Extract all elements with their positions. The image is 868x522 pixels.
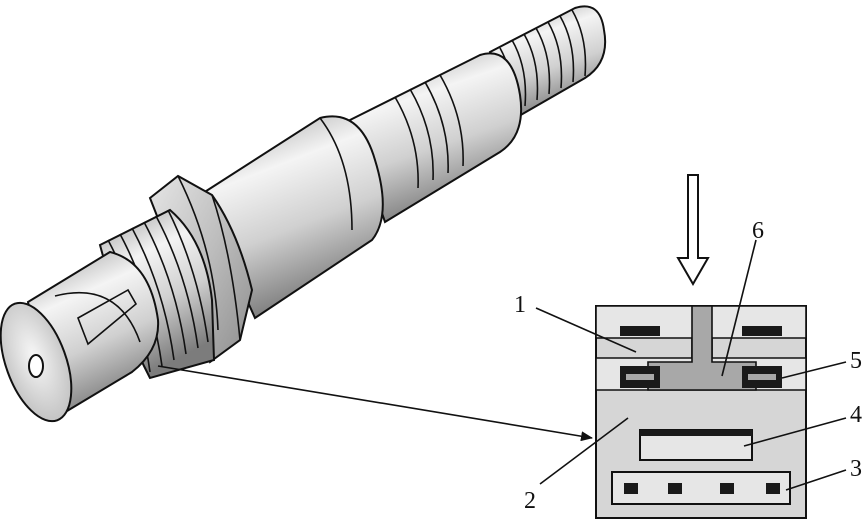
down-arrow-icon — [676, 174, 710, 287]
leader-6 — [721, 239, 757, 377]
protective-cap — [0, 250, 160, 423]
leader-1 — [535, 307, 637, 353]
leader-3 — [785, 469, 847, 491]
tip-to-section-arrow — [157, 365, 593, 442]
leader-lines — [535, 239, 847, 491]
leader-4 — [743, 417, 847, 447]
top-electrode-left — [620, 326, 660, 336]
leader-2 — [539, 417, 629, 485]
heater-strip — [611, 471, 791, 505]
leader-5 — [781, 361, 847, 379]
heater-pad-3 — [720, 483, 734, 494]
callout-1: 1 — [514, 292, 526, 318]
callout-6: 6 — [752, 218, 764, 244]
cross-section-block — [595, 305, 807, 519]
callout-3: 3 — [850, 456, 862, 482]
heater-pad-1 — [624, 483, 638, 494]
callout-5: 5 — [850, 348, 862, 374]
top-electrode-right — [742, 326, 782, 336]
gas-channel — [647, 305, 757, 391]
middle-grooved-section — [348, 52, 523, 224]
callout-2: 2 — [524, 488, 536, 514]
oxygen-sensor-illustration — [0, 5, 607, 423]
callout-4: 4 — [850, 402, 862, 428]
heater-pad-2 — [668, 483, 682, 494]
heater-pad-4 — [766, 483, 780, 494]
